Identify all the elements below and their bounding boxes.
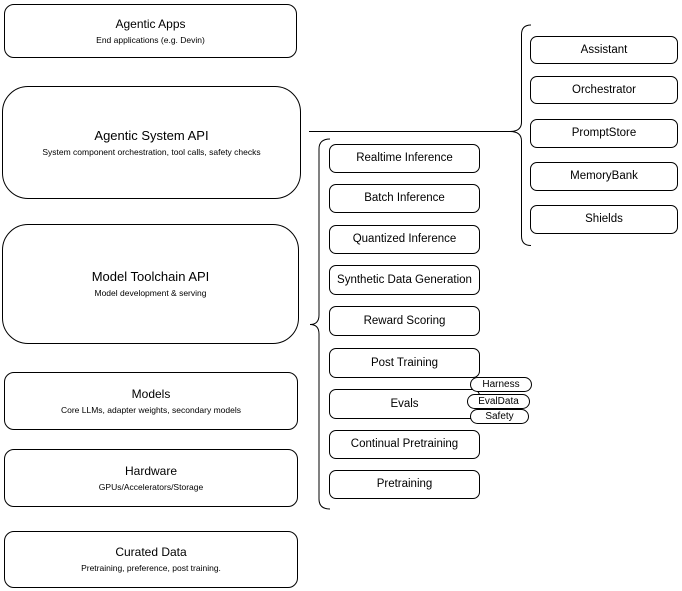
- pill-harness: Harness: [470, 377, 532, 392]
- node-hardware: Hardware GPUs/Accelerators/Storage: [4, 449, 298, 507]
- node-title: Agentic Apps: [115, 16, 186, 31]
- node-reward-scoring: Reward Scoring: [329, 306, 480, 336]
- node-realtime-inference: Realtime Inference: [329, 144, 480, 173]
- node-title: Models: [131, 386, 171, 401]
- brace-system-components: [509, 24, 532, 246]
- node-title: Agentic System API: [94, 127, 209, 143]
- pill-evaldata: EvalData: [467, 394, 530, 409]
- node-label: Synthetic Data Generation: [337, 273, 472, 286]
- node-synthetic-data-generation: Synthetic Data Generation: [329, 265, 480, 295]
- node-post-training: Post Training: [329, 348, 480, 378]
- node-label: Reward Scoring: [363, 314, 446, 327]
- node-model-toolchain-api: Model Toolchain API Model development & …: [2, 224, 299, 344]
- node-label: Evals: [390, 397, 419, 410]
- node-subtitle: GPUs/Accelerators/Storage: [98, 481, 204, 492]
- node-subtitle: Pretraining, preference, post training.: [81, 563, 221, 573]
- node-assistant: Assistant: [530, 36, 678, 64]
- node-label: Realtime Inference: [356, 152, 453, 164]
- node-label: Pretraining: [376, 478, 433, 490]
- node-label: MemoryBank: [570, 170, 638, 182]
- pill-label: Safety: [485, 411, 514, 422]
- node-label: Batch Inference: [364, 192, 445, 204]
- pill-label: Harness: [482, 379, 520, 390]
- node-agentic-system-api: Agentic System API System component orch…: [2, 86, 301, 199]
- node-models: Models Core LLMs, adapter weights, secon…: [4, 372, 298, 430]
- node-subtitle: End applications (e.g. Devin): [96, 34, 205, 45]
- node-memorybank: MemoryBank: [530, 162, 678, 191]
- node-title: Model Toolchain API: [91, 269, 210, 284]
- node-title: Hardware: [124, 463, 178, 478]
- node-pretraining: Pretraining: [329, 470, 480, 499]
- node-label: Assistant: [580, 43, 628, 56]
- pill-label: EvalData: [478, 396, 519, 407]
- pill-safety: Safety: [470, 409, 529, 424]
- node-curated-data: Curated Data Pretraining, preference, po…: [4, 531, 298, 588]
- node-title: Curated Data: [115, 545, 187, 559]
- node-label: Shields: [585, 213, 623, 225]
- node-subtitle: System component orchestration, tool cal…: [42, 146, 261, 157]
- node-label: Quantized Inference: [352, 233, 457, 245]
- node-label: Orchestrator: [572, 83, 636, 96]
- node-promptstore: PromptStore: [530, 119, 678, 148]
- node-subtitle: Model development & serving: [94, 288, 207, 298]
- node-agentic-apps: Agentic Apps End applications (e.g. Devi…: [4, 4, 297, 58]
- node-shields: Shields: [530, 205, 678, 234]
- node-subtitle: Core LLMs, adapter weights, secondary mo…: [60, 404, 241, 415]
- node-label: PromptStore: [571, 127, 637, 139]
- node-orchestrator: Orchestrator: [530, 76, 678, 104]
- node-batch-inference: Batch Inference: [329, 184, 480, 213]
- node-continual-pretraining: Continual Pretraining: [329, 430, 480, 459]
- node-label: Post Training: [370, 356, 439, 369]
- node-quantized-inference: Quantized Inference: [329, 225, 480, 254]
- node-label: Continual Pretraining: [350, 438, 459, 450]
- node-evals: Evals: [329, 389, 480, 419]
- brace-toolchain: [309, 138, 331, 510]
